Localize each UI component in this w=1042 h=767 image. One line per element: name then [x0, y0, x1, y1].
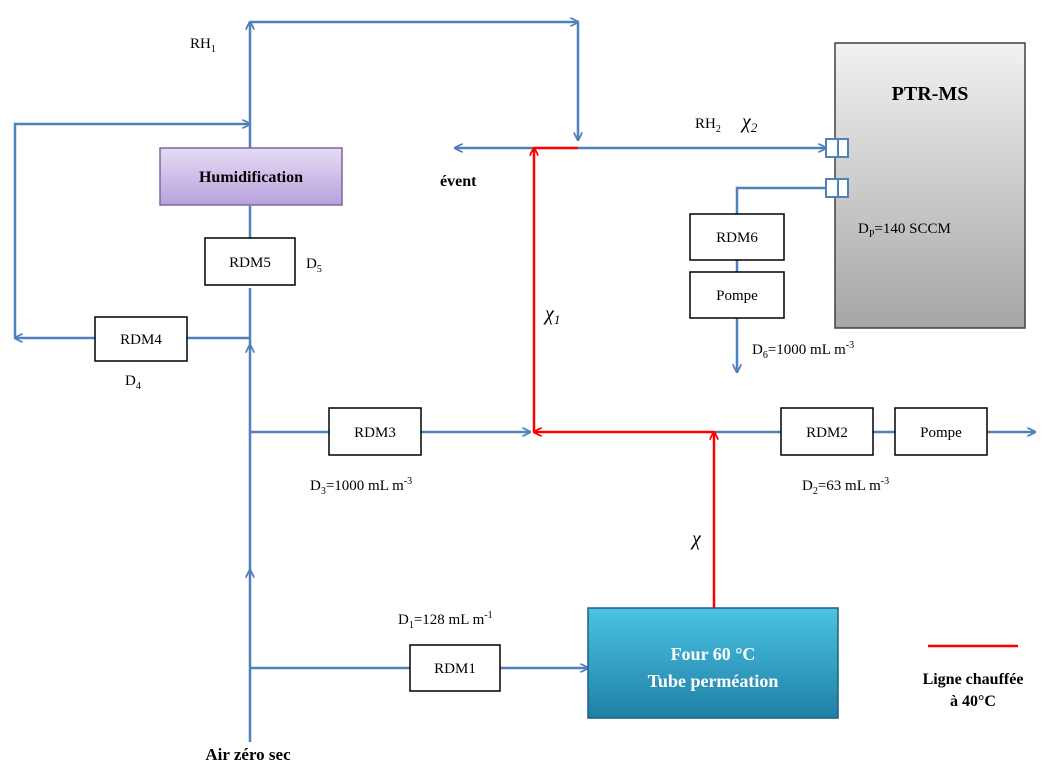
- d5-label: D5: [306, 256, 322, 275]
- pompe-right-label: Pompe: [920, 425, 962, 441]
- d4-label: D4: [125, 373, 141, 392]
- rh2-label: RH2: [695, 116, 721, 135]
- chi1-label: χ1: [543, 303, 560, 327]
- ptr-ms-label: PTR-MS: [892, 83, 969, 105]
- rdm2-box: [780, 407, 874, 456]
- rdm6-label: RDM6: [716, 230, 758, 246]
- loop-return-arrow: [13, 124, 250, 338]
- pompe-box: [689, 271, 785, 319]
- pompe-right-box: [894, 407, 988, 456]
- d3-label: D3=1000 mL m-3: [310, 476, 412, 497]
- four-line1: Four 60 °C: [671, 644, 756, 664]
- rdm2-label: RDM2: [806, 425, 848, 441]
- air-label: Air zéro sec: [205, 745, 291, 764]
- pompe-label: Pompe: [716, 288, 758, 304]
- ptr-inlet-top-b: [837, 138, 849, 158]
- rdm5-box: [204, 237, 296, 286]
- humidification-box: [159, 147, 343, 206]
- rdm1-box: [409, 644, 501, 692]
- rh1-label: RH1: [190, 36, 216, 55]
- rdm5-label: RDM5: [229, 255, 271, 271]
- d1-label: D1=128 mL m-1: [398, 610, 493, 631]
- rdm3-label: RDM3: [354, 425, 396, 441]
- rdm6-box: [689, 213, 785, 261]
- rdm4-label: RDM4: [120, 332, 162, 348]
- ptr-inlet-bottom-b: [837, 178, 849, 198]
- flow-lines: [13, 22, 1035, 742]
- chi2-label: χ2: [740, 111, 758, 135]
- legend-line1: Ligne chauffée: [923, 671, 1024, 688]
- four-box: [587, 607, 839, 719]
- heated-lines: [534, 146, 1018, 648]
- d6-label: D6=1000 mL m-3: [752, 340, 854, 361]
- event-label: évent: [440, 173, 477, 190]
- chi-label: χ: [690, 528, 702, 550]
- legend-line2: à 40°C: [950, 693, 996, 710]
- humidification-label: Humidification: [199, 169, 303, 186]
- rdm1-label: RDM1: [434, 661, 476, 677]
- dp-label: DP=140 SCCM: [858, 221, 951, 240]
- ptr-ms-box: [834, 42, 1026, 329]
- ptr-to-rdm6-line: [735, 186, 826, 214]
- four-line2: Tube perméation: [648, 671, 779, 691]
- rdm4-box: [94, 316, 188, 362]
- rdm3-box: [328, 407, 422, 456]
- d2-label: D2=63 mL m-3: [802, 476, 889, 497]
